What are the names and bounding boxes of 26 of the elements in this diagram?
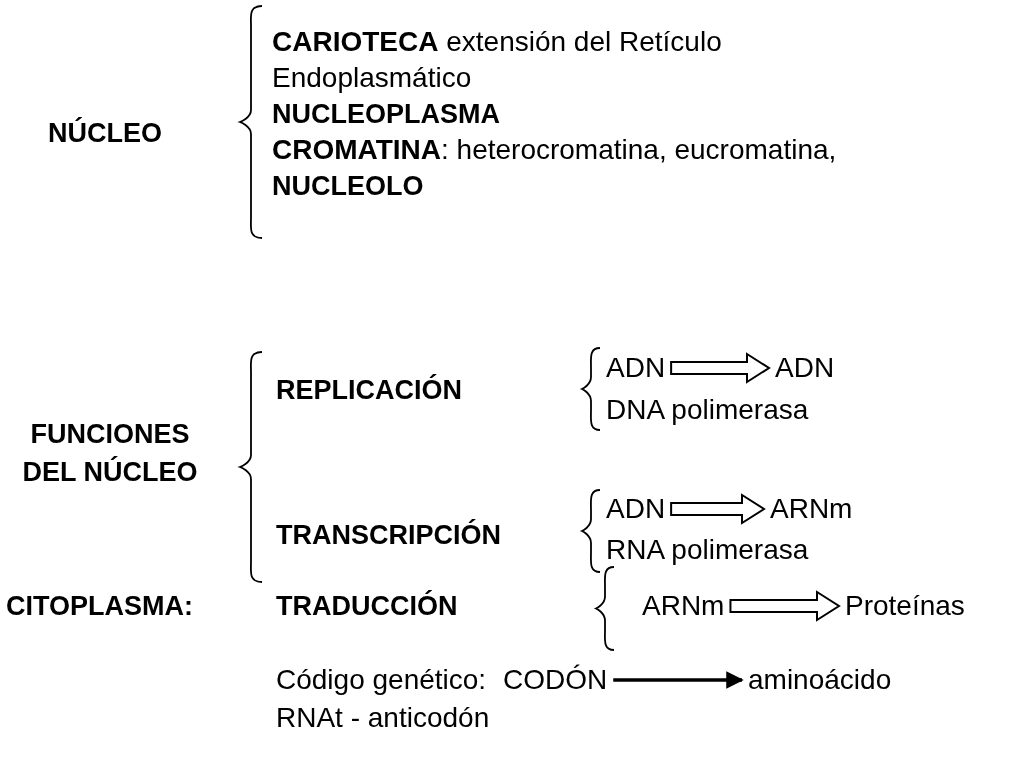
term-text: NUCLEOPLASMA (272, 98, 500, 131)
term-text: ARNm (770, 491, 853, 527)
process-heading: TRADUCCIÓN (276, 589, 458, 623)
arrow (613, 671, 744, 689)
term-text: NUCLEOLO (272, 170, 424, 203)
block-arrow (670, 352, 771, 384)
note-text: Código genético: (276, 663, 487, 697)
term-text: ARNm (642, 588, 725, 624)
enzyme-text: DNA polimerasa (606, 393, 809, 427)
term-text: ADN (606, 491, 666, 527)
process-heading: TRANSCRIPCIÓN (276, 518, 501, 552)
block-arrow (670, 493, 766, 525)
process-heading: REPLICACIÓN (276, 373, 462, 407)
enzyme-text: RNA polimerasa (606, 533, 809, 567)
term-text: CARIOTECA extensión del Retículo Endoplasmático (272, 25, 723, 95)
topic-heading: FUNCIONES DEL NÚCLEO (21, 418, 199, 489)
term-text: ADN (775, 350, 835, 386)
note-text: RNAt - anticodón (276, 701, 490, 735)
term-text: CROMATINA: heterocromatina, eucromatina, (272, 133, 837, 167)
term-text: CODÓN (503, 662, 608, 698)
topic-heading: NÚCLEO (48, 116, 162, 150)
topic-heading: CITOPLASMA: (6, 590, 193, 623)
term-text: Proteínas (845, 588, 965, 624)
term-text: aminoácido (748, 662, 892, 698)
block-arrow (729, 590, 841, 622)
term-text: ADN (606, 350, 666, 386)
